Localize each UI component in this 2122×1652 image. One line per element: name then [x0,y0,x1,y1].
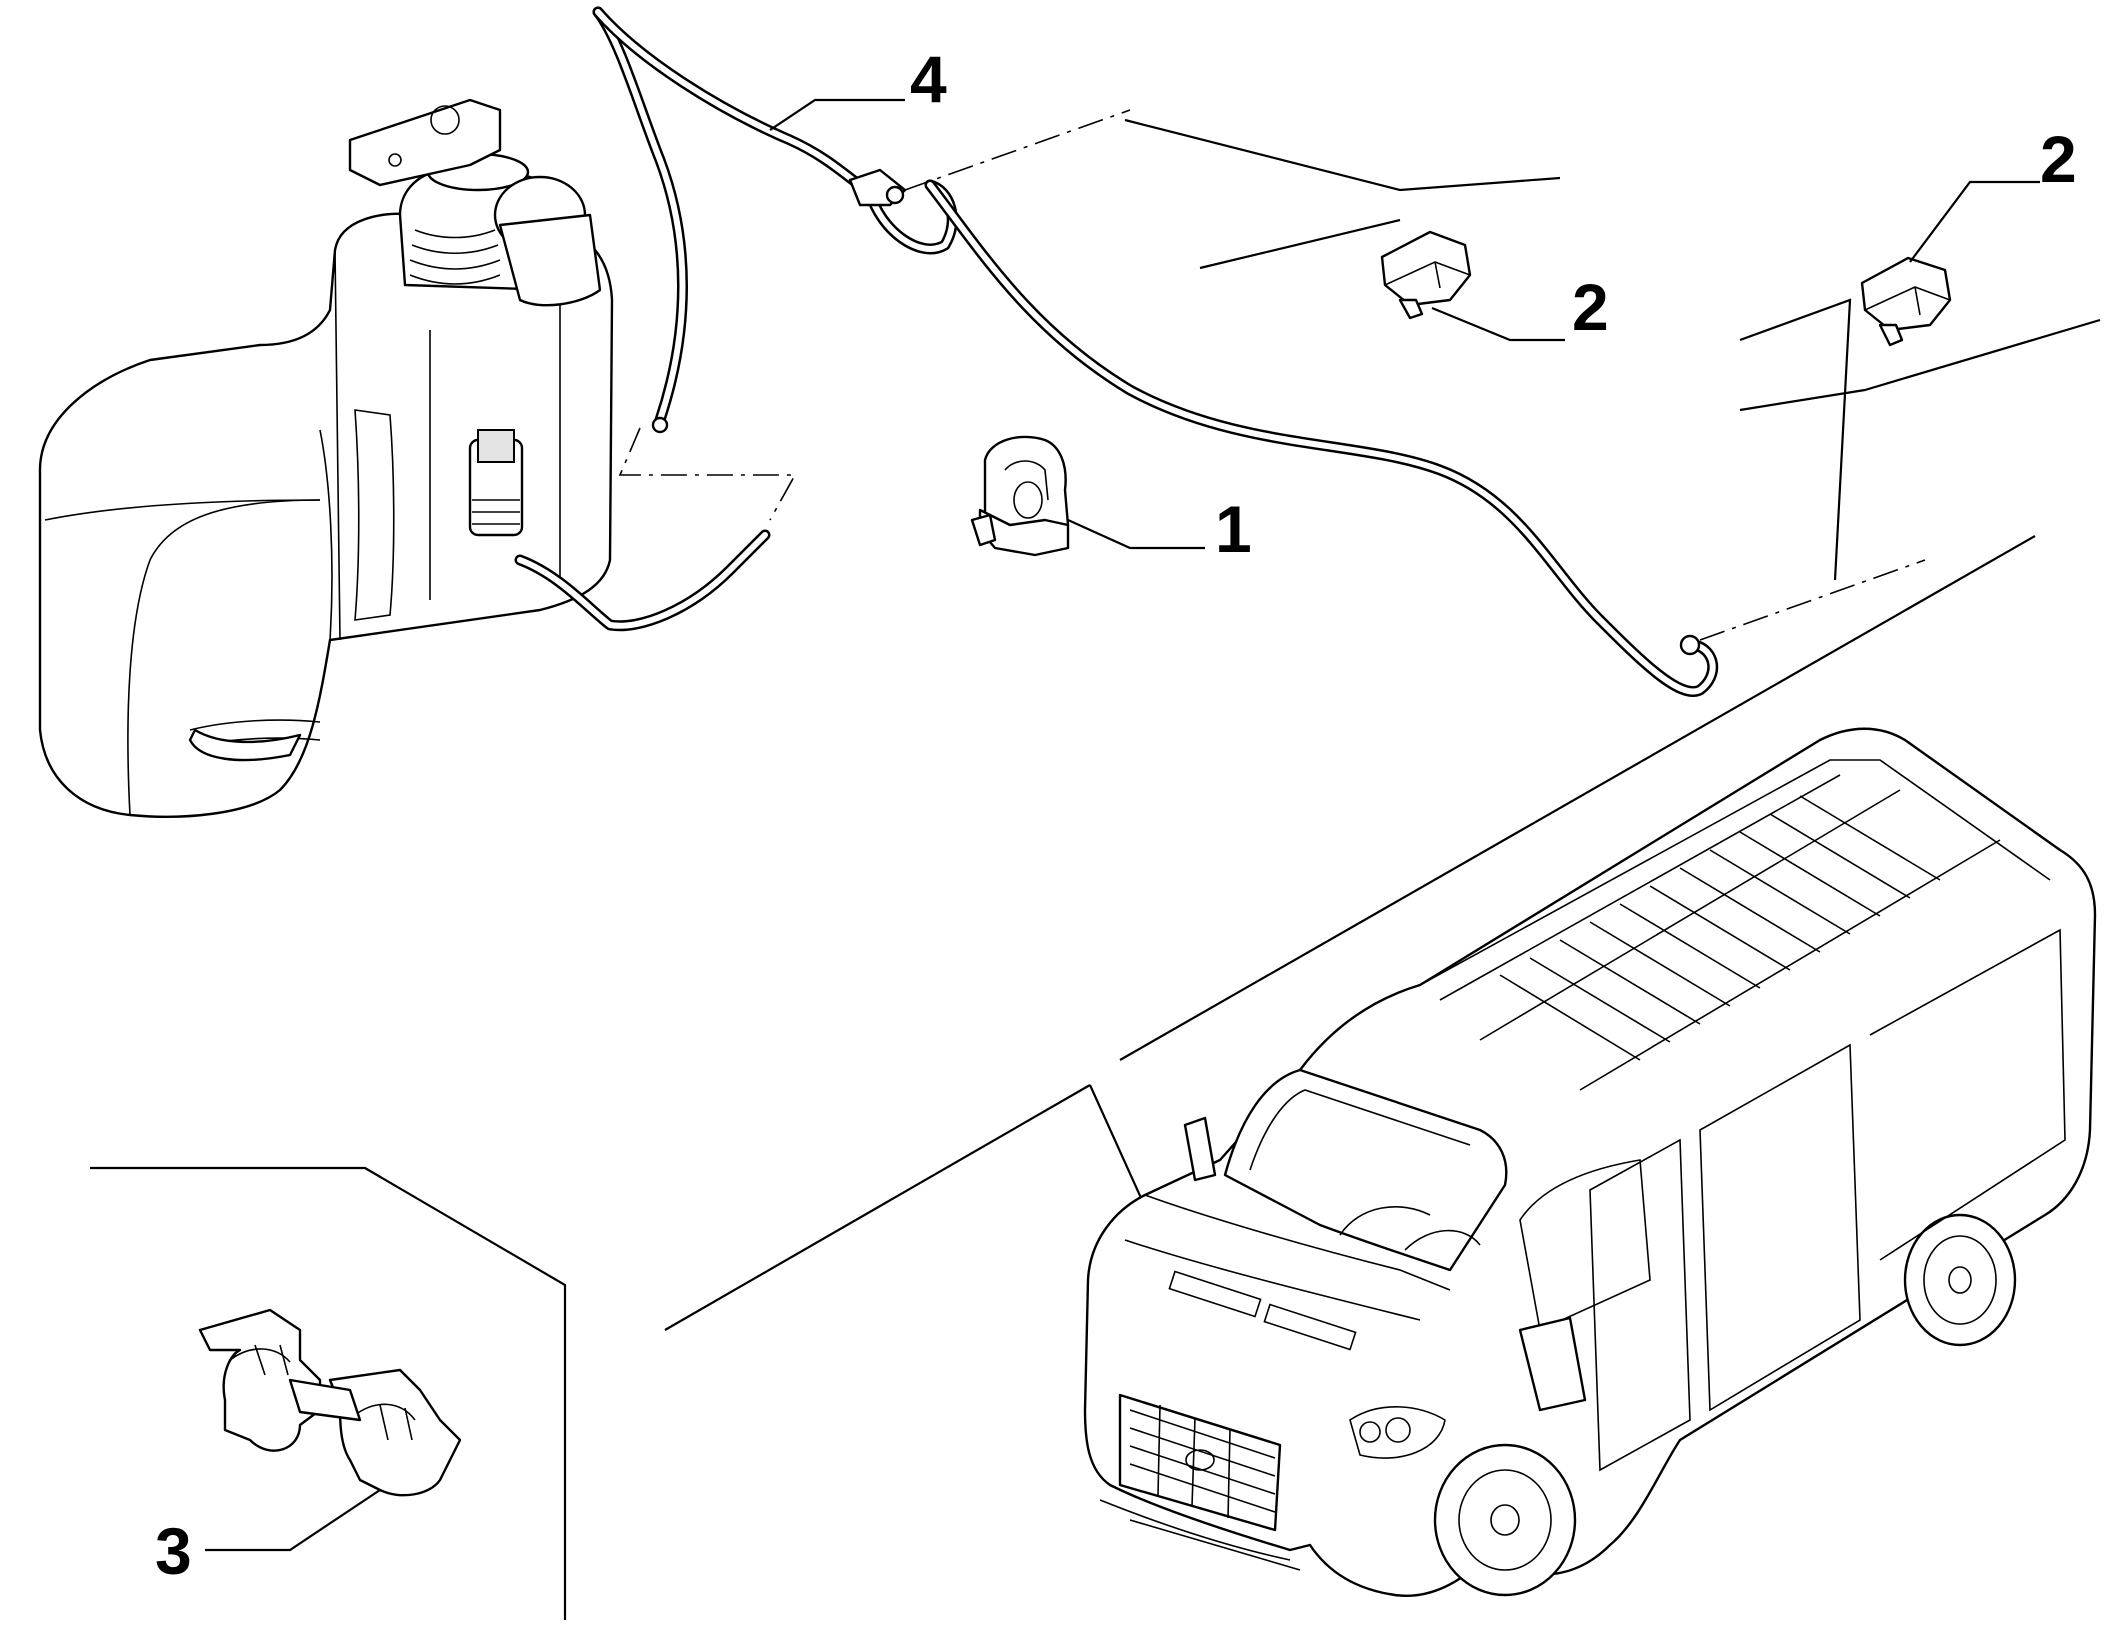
callout-1: 1 [1215,492,1252,566]
leader-hose-to-jet-left [904,109,1131,191]
washer-reservoir [38,98,771,818]
callout-3: 3 [155,1514,192,1588]
nozzle-clip [970,435,1070,557]
washer-jet-right [1860,256,1952,347]
leader-callout-2-left [1431,306,1565,342]
washer-jet-left [1380,230,1472,320]
callout-4: 4 [910,42,947,116]
van-illustration [664,535,2097,1597]
explode-line-jet-right [1739,298,2101,581]
leader-callout-3 [205,1489,381,1552]
callout-2-right: 2 [2040,122,2077,196]
callout-2-left: 2 [1572,270,1609,344]
leader-callout-1 [1067,518,1205,550]
leader-callout-4 [769,98,905,131]
inset-frame-hose-clip [90,1166,567,1620]
leader-callout-2-right [1909,180,2040,263]
leader-reservoir-to-hose [618,427,797,521]
hose-clip [198,1308,462,1497]
washer-hose [592,6,1719,697]
leader-hose-to-jet-right [1699,559,1926,641]
explode-line-jet-left [1124,118,1561,270]
